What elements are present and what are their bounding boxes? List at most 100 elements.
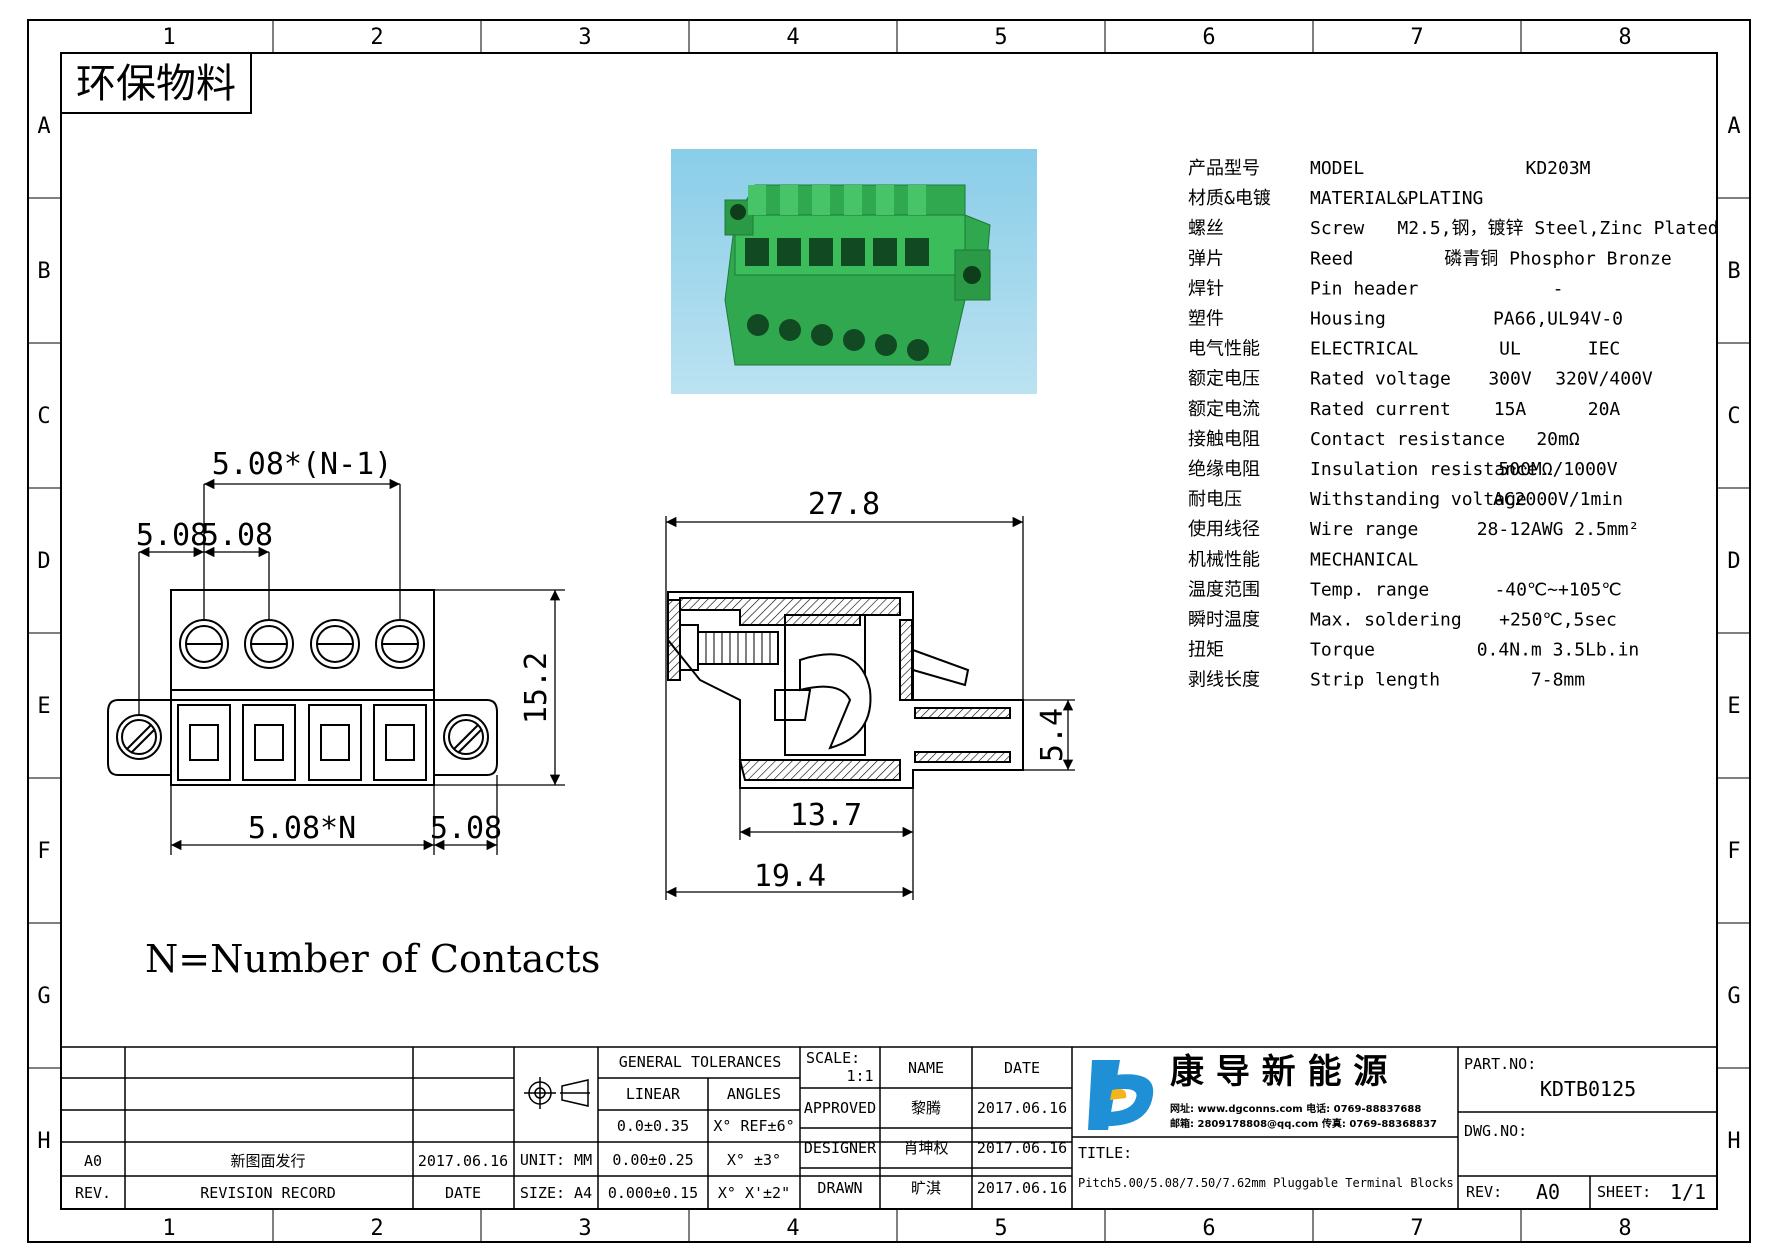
spec-en-label: Max. soldering <box>1310 610 1462 631</box>
scale-value: 1:1 <box>846 1067 873 1085</box>
company-logo-icon <box>1088 1060 1154 1130</box>
spec-value: 500MΩ/1000V <box>1498 459 1617 480</box>
angles-header: ANGLES <box>727 1085 781 1103</box>
spec-cn-label: 机械性能 <box>1188 549 1260 570</box>
spec-value: PA66,UL94V-0 <box>1493 309 1623 330</box>
spec-value-2: 320V/400V <box>1555 369 1653 390</box>
sheet-value: 1/1 <box>1670 1180 1706 1204</box>
dim-side-height: 5.4 <box>1035 708 1070 762</box>
spec-value: 0.4N.m 3.5Lb.in <box>1477 640 1640 661</box>
rev-record-text: 新图面发行 <box>230 1152 305 1170</box>
drawn-label: DRAWN <box>817 1179 862 1197</box>
spec-en-label: Wire range <box>1310 519 1418 540</box>
row-label: F <box>1727 839 1740 864</box>
spec-en-label: Rated current <box>1310 399 1451 420</box>
drawing-frame <box>27 19 1751 1243</box>
dim-height: 15.2 <box>519 652 554 724</box>
spec-value: - <box>1553 278 1564 299</box>
spec-cn-label: 剥线长度 <box>1188 670 1260 691</box>
spec-value-2: 20A <box>1588 399 1621 420</box>
row-label: H <box>1727 1129 1740 1154</box>
rev-value: A0 <box>1536 1180 1560 1204</box>
col-label: 8 <box>1618 25 1631 50</box>
rev-date: 2017.06.16 <box>418 1152 508 1170</box>
rev-date-header: DATE <box>445 1184 481 1202</box>
col-label: 8 <box>1618 1216 1631 1241</box>
spec-cn-label: 电气性能 <box>1188 339 1260 360</box>
dwg-no-label: DWG.NO: <box>1464 1122 1527 1140</box>
contacts-note: N=Number of Contacts <box>145 937 600 981</box>
title-block <box>61 1046 1717 1209</box>
spec-en-label: MECHANICAL <box>1310 549 1419 570</box>
row-label: B <box>1727 259 1740 284</box>
side-view-dim-labels: 27.8 13.7 19.4 5.4 <box>754 487 1070 894</box>
tol-lin3: 0.000±0.15 <box>608 1184 698 1202</box>
spec-cn-label: 温度范围 <box>1188 579 1260 600</box>
spec-value: 15A <box>1494 399 1527 420</box>
spec-cn-label: 弹片 <box>1188 248 1224 269</box>
spec-en-label: Housing <box>1310 309 1386 330</box>
side-section-view <box>667 591 1024 789</box>
rev-record-header: REVISION RECORD <box>200 1184 335 1202</box>
col-label: 2 <box>370 1216 383 1241</box>
spec-value: 7-8mm <box>1531 670 1585 691</box>
spec-value: 20mΩ <box>1536 429 1580 450</box>
title-block-text: A0 新图面发行 2017.06.16 REV. REVISION RECORD… <box>75 1049 1706 1204</box>
spec-value: -40℃~+105℃ <box>1494 579 1621 600</box>
row-label: C <box>37 404 50 429</box>
col-label: 4 <box>786 1216 799 1241</box>
spec-cn-label: 焊针 <box>1188 278 1224 299</box>
sheet-label: SHEET: <box>1597 1183 1651 1201</box>
approved-label: APPROVED <box>804 1099 876 1117</box>
dim-pitch-b: 5.08 <box>201 518 273 553</box>
drawn-name: 旷淇 <box>911 1179 941 1197</box>
dim-flange: 5.08 <box>430 811 502 846</box>
front-view <box>107 589 498 786</box>
tol-lin1: 0.0±0.35 <box>617 1117 689 1135</box>
spec-en-label: Torque <box>1310 640 1375 661</box>
row-label: G <box>37 984 50 1009</box>
spec-en-label: Withstanding voltage <box>1310 489 1527 510</box>
spec-value: UL <box>1499 339 1521 360</box>
col-label: 6 <box>1202 25 1215 50</box>
spec-cn-label: 使用线径 <box>1188 519 1260 540</box>
row-label: E <box>37 694 50 719</box>
spec-value: M2.5,钢，镀锌 Steel,Zinc Plated <box>1397 218 1718 239</box>
col-label: 4 <box>786 25 799 50</box>
approved-date: 2017.06.16 <box>977 1099 1067 1117</box>
spec-en-label: Rated voltage <box>1310 369 1451 390</box>
eco-stamp: 环保物料 <box>60 52 252 114</box>
spec-en-label: MODEL <box>1310 158 1364 179</box>
row-label: A <box>1727 114 1740 139</box>
dim-pitch-a: 5.08 <box>136 518 208 553</box>
linear-header: LINEAR <box>626 1085 681 1103</box>
spec-en-label: Insulation resistance <box>1310 459 1538 480</box>
drawn-date: 2017.06.16 <box>977 1179 1067 1197</box>
wire-openings <box>177 704 427 781</box>
spec-en-label: Strip length <box>1310 670 1440 691</box>
spec-value: 28-12AWG 2.5mm² <box>1477 519 1640 540</box>
side-view-dimensions <box>665 516 1075 900</box>
tol-ang2: X° ±3° <box>727 1151 781 1169</box>
tolerance-header: GENERAL TOLERANCES <box>619 1053 782 1071</box>
rev-label: REV: <box>1466 1183 1502 1201</box>
spec-en-label: Reed <box>1310 248 1353 269</box>
rev-a0: A0 <box>84 1152 102 1170</box>
spec-value: 磷青铜 Phosphor Bronze <box>1444 248 1671 269</box>
dim-side-inner: 13.7 <box>790 798 862 833</box>
spec-en-label: Temp. range <box>1310 579 1429 600</box>
spec-en-label: Screw <box>1310 218 1364 239</box>
row-label: B <box>37 259 50 284</box>
company-info: 康 导 新 能 源 网址: www.dgconns.com 电话: 0769-8… <box>1170 1052 1437 1130</box>
front-view-dimensions <box>138 478 565 855</box>
col-label: 3 <box>578 1216 591 1241</box>
col-label: 7 <box>1410 1216 1423 1241</box>
row-label: E <box>1727 694 1740 719</box>
dim-width-n: 5.08*N <box>248 811 356 846</box>
spec-value: +250℃,5sec <box>1499 610 1617 631</box>
spec-cn-label: 接触电阻 <box>1188 429 1260 450</box>
spec-cn-label: 额定电流 <box>1188 399 1260 420</box>
company-contact-1: 网址: www.dgconns.com 电话: 0769-88837688 <box>1170 1102 1421 1115</box>
row-label: F <box>37 839 50 864</box>
eco-stamp-text: 环保物料 <box>76 61 236 107</box>
